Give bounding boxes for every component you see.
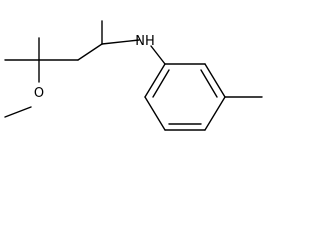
ring-bond-5	[144, 96, 166, 131]
bond-nh-to-ring	[150, 45, 166, 65]
ring-double-bond-inner-3	[152, 69, 170, 98]
bond-ch-to-ch2	[77, 43, 103, 61]
bond-ch-to-nh	[101, 39, 140, 45]
amine-label: NH	[135, 34, 155, 49]
ring-bond-3	[204, 96, 226, 131]
oxygen-label: O	[34, 86, 44, 101]
ring-bond-6	[144, 63, 166, 98]
structure-canvas: NH O	[4, 20, 263, 131]
ring-bond-2	[204, 63, 226, 98]
ring-double-bond-inner-1	[200, 69, 218, 98]
molecule-diagram: NH O	[4, 20, 263, 131]
bond-oxygen-to-methyl	[4, 106, 32, 118]
